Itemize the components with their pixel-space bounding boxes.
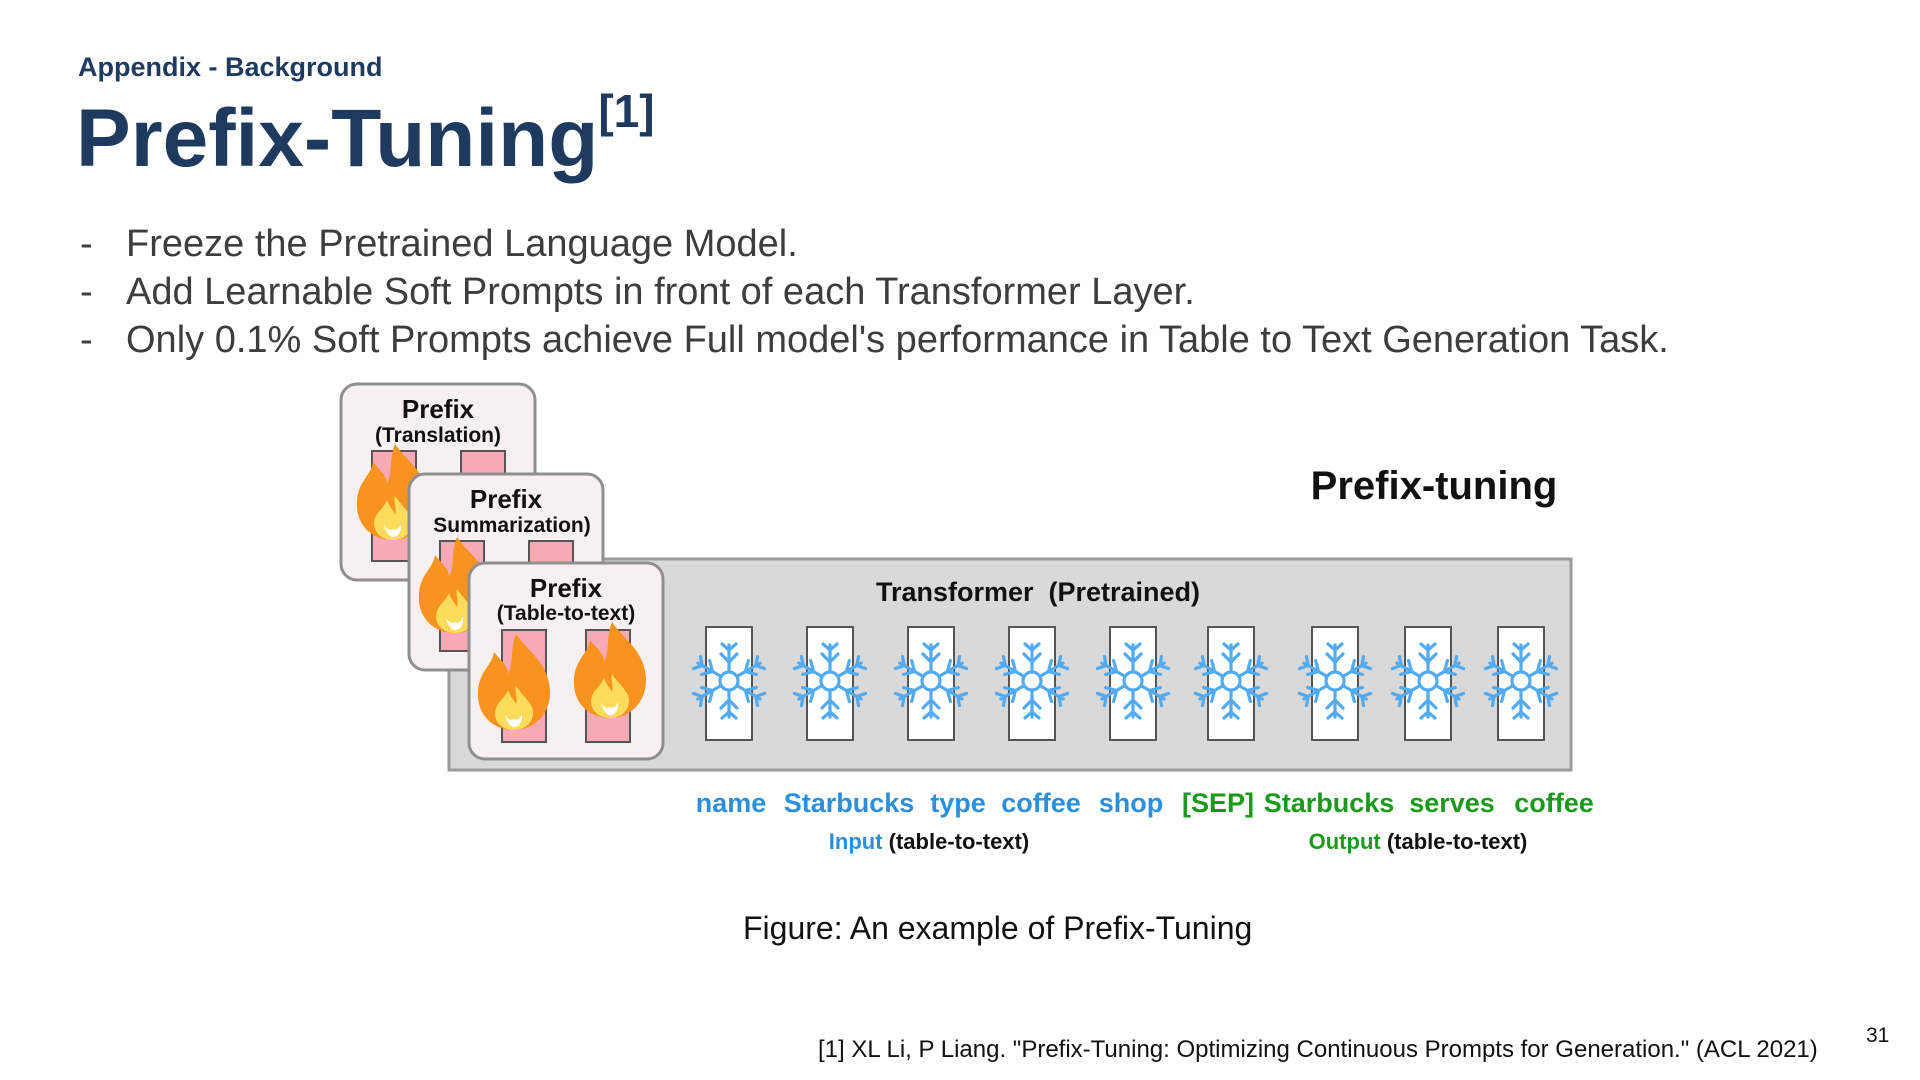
bullet-item: -Add Learnable Soft Prompts in front of … [78, 268, 1669, 316]
output-token-row: [SEP] Starbucks serves coffee [1182, 788, 1594, 818]
frozen-layer-column [693, 626, 765, 741]
prefix-card-title: Prefix [470, 484, 543, 514]
input-caption-rest: (table-to-text) [883, 829, 1030, 854]
bullet-marker: - [80, 223, 93, 265]
footnote-citation: [1] XL Li, P Liang. "Prefix-Tuning: Opti… [818, 1036, 1818, 1063]
frozen-layer-column [1392, 626, 1464, 741]
bullet-item: -Only 0.1% Soft Prompts achieve Full mod… [78, 316, 1669, 364]
prefix-card-task: Summarization) [433, 514, 591, 537]
bullet-marker: - [80, 319, 93, 361]
frozen-layer-column [996, 626, 1068, 741]
prefix-card-title: Prefix [530, 573, 603, 603]
diagram-heading: Prefix-tuning [1311, 464, 1558, 508]
prefix-card-title: Prefix [402, 394, 475, 424]
page-number: 31 [1866, 1024, 1890, 1047]
output-token: [SEP] [1182, 788, 1254, 818]
frozen-layer-column [895, 626, 967, 741]
output-caption: Output (table-to-text) [1309, 829, 1528, 854]
input-token: shop [1099, 788, 1164, 818]
bullet-list: -Freeze the Pretrained Language Model. -… [78, 220, 1669, 364]
output-caption-rest: (table-to-text) [1381, 829, 1528, 854]
output-token: Starbucks [1264, 788, 1395, 818]
frozen-layer-column [1299, 626, 1371, 741]
prefix-card-table-to-text: Prefix (Table-to-text) [467, 561, 665, 761]
transformer-label: Transformer (Pretrained) [876, 577, 1200, 607]
output-caption-colored: Output [1309, 829, 1382, 854]
output-token: serves [1409, 788, 1495, 818]
input-token: Starbucks [784, 788, 915, 818]
input-token: name [696, 788, 767, 818]
figure-caption: Figure: An example of Prefix-Tuning [743, 910, 1253, 946]
input-token-row: name Starbucks type coffee shop [696, 788, 1164, 818]
output-token: coffee [1514, 788, 1594, 818]
bullet-text: Add Learnable Soft Prompts in front of e… [126, 271, 1195, 313]
input-token: type [930, 788, 986, 818]
input-caption-colored: Input [829, 829, 883, 854]
prefix-card-task: (Table-to-text) [497, 602, 635, 625]
title-text: Prefix-Tuning [76, 93, 599, 184]
frozen-layer-column [1097, 626, 1169, 741]
frozen-layer-column [794, 626, 866, 741]
input-caption: Input (table-to-text) [829, 829, 1029, 854]
frozen-layer-column [1485, 626, 1557, 741]
bullet-marker: - [80, 271, 93, 313]
title-citation: [1] [598, 85, 655, 137]
bullet-text: Only 0.1% Soft Prompts achieve Full mode… [126, 319, 1669, 361]
bullet-item: -Freeze the Pretrained Language Model. [78, 220, 1669, 268]
section-kicker: Appendix - Background [78, 52, 383, 82]
frozen-layer-column [1195, 626, 1267, 741]
prefix-card-task: (Translation) [375, 424, 501, 447]
input-token: coffee [1001, 788, 1081, 818]
slide-title: Prefix-Tuning[1] [76, 85, 655, 186]
bullet-text: Freeze the Pretrained Language Model. [126, 223, 798, 265]
frozen-layer-columns [693, 626, 1557, 741]
